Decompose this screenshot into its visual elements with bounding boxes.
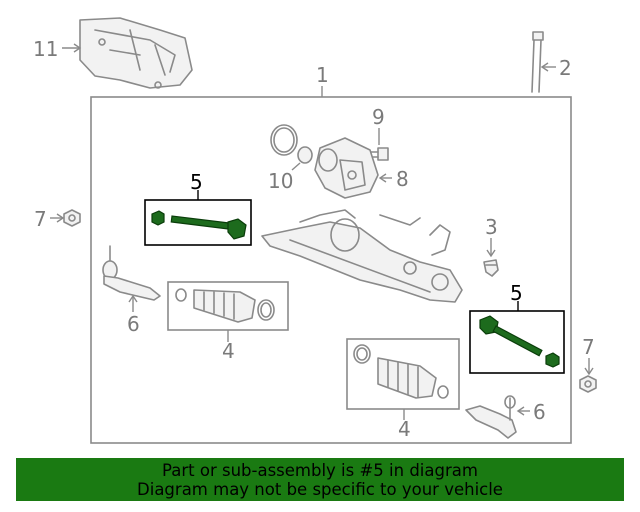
assembly-frame — [90, 96, 572, 444]
callout-11[interactable]: 11 — [33, 37, 58, 61]
callout-7-left[interactable]: 7 — [34, 207, 47, 231]
inner-tie-rod-part-5-left[interactable] — [151, 210, 247, 240]
bolt-part-2[interactable] — [531, 31, 544, 93]
callout-6-right[interactable]: 6 — [533, 400, 546, 424]
heat-shield-part-11[interactable] — [79, 17, 193, 89]
nut-part-7-left[interactable] — [63, 209, 81, 227]
callout-10[interactable]: 10 — [268, 169, 293, 193]
boot-kit-box-right[interactable] — [346, 338, 460, 410]
callout-7-right[interactable]: 7 — [582, 335, 595, 359]
boot-kit-part-4-left[interactable] — [175, 288, 275, 323]
callout-2[interactable]: 2 — [559, 56, 572, 80]
callout-4-left[interactable]: 4 — [222, 339, 235, 363]
inner-tie-rod-part-5-right[interactable] — [479, 315, 560, 368]
callout-5-left[interactable]: 5 — [190, 170, 203, 194]
callout-1[interactable]: 1 — [316, 63, 329, 87]
callout-4-right[interactable]: 4 — [398, 417, 411, 441]
nut-part-7-right[interactable] — [579, 375, 597, 393]
plug-part-3[interactable] — [483, 259, 499, 277]
banner-line-2: Diagram may not be specific to your vehi… — [137, 479, 503, 499]
callout-9[interactable]: 9 — [372, 105, 385, 129]
tie-rod-end-part-6-left[interactable] — [102, 245, 161, 301]
callout-3[interactable]: 3 — [485, 215, 498, 239]
boot-kit-part-4-right[interactable] — [353, 344, 449, 399]
banner-line-1: Part or sub-assembly is #5 in diagram — [162, 460, 478, 480]
callout-8[interactable]: 8 — [396, 167, 409, 191]
fitment-banner: Part or sub-assembly is #5 in diagram Di… — [16, 458, 624, 501]
seal-ring-part-10[interactable] — [270, 124, 313, 164]
callout-5-right[interactable]: 5 — [510, 281, 523, 305]
callout-6-left[interactable]: 6 — [127, 312, 140, 336]
steering-gear-assembly[interactable] — [261, 209, 463, 303]
parts-diagram: 1 11 2 10 9 8 — [33, 17, 597, 444]
motor-module-part-8[interactable] — [314, 137, 379, 199]
tie-rod-end-part-6-right[interactable] — [465, 395, 517, 439]
